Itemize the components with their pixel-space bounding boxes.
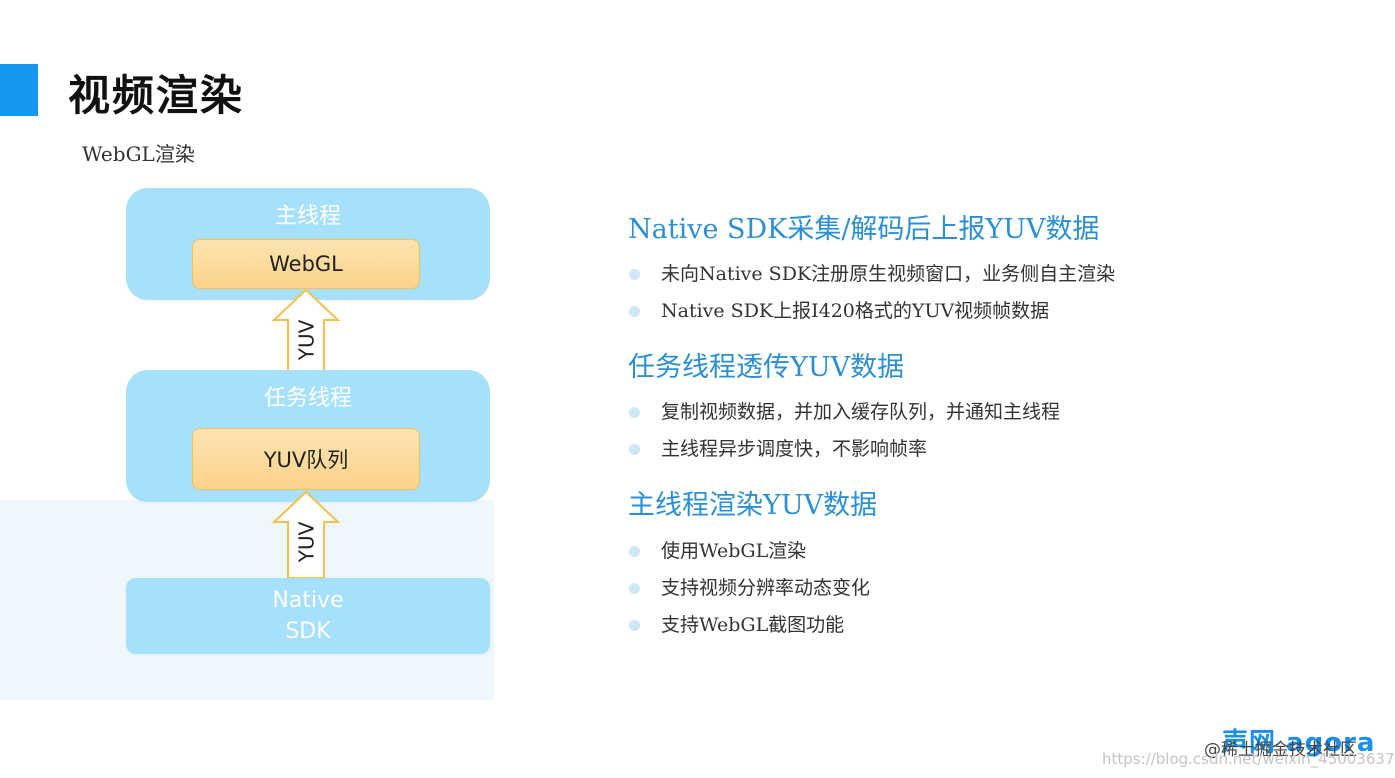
layer-main-thread: 主线程 WebGL (126, 188, 490, 300)
section-heading-main-render: 主线程渲染YUV数据 (628, 490, 878, 521)
source-url-watermark: https://blog.csdn.net/weixin_45003637 (1102, 750, 1395, 768)
section-heading-native-sdk: Native SDK采集/解码后上报YUV数据 (628, 214, 1100, 245)
layer-native-sdk: Native SDK (126, 578, 490, 654)
slide-subtitle: WebGL渲染 (82, 142, 195, 166)
title-accent-bar (0, 64, 38, 116)
list-item: 使用WebGL渲染 (628, 533, 870, 570)
bullet-dot-icon (629, 583, 640, 594)
section-list-native-sdk: 未向Native SDK注册原生视频窗口，业务侧自主渲染 Native SDK上… (628, 256, 1115, 330)
layer-native-sdk-label-line2: SDK (285, 619, 331, 644)
arrow-up-icon (271, 288, 341, 377)
arrow-up-icon (271, 490, 341, 579)
bullet-dot-icon (629, 546, 640, 557)
agora-logo: 声网 agora (1222, 728, 1376, 758)
section-heading-task-thread: 任务线程透传YUV数据 (628, 352, 905, 383)
yuv-queue-box: YUV队列 (192, 428, 420, 490)
list-item: 主线程异步调度快，不影响帧率 (628, 431, 1060, 468)
section-list-main-render: 使用WebGL渲染 支持视频分辨率动态变化 支持WebGL截图功能 (628, 533, 870, 644)
layer-task-thread-label: 任务线程 (263, 386, 352, 411)
webgl-box: WebGL (192, 239, 420, 289)
bullet-dot-icon (629, 269, 640, 280)
list-item: 未向Native SDK注册原生视频窗口，业务侧自主渲染 (628, 256, 1115, 293)
community-watermark: @稀土掘金技术社区 (1204, 740, 1357, 760)
bullet-dot-icon (629, 306, 640, 317)
list-item: 支持视频分辨率动态变化 (628, 570, 870, 607)
list-item: 支持WebGL截图功能 (628, 607, 870, 644)
list-item: 复制视频数据，并加入缓存队列，并通知主线程 (628, 394, 1060, 431)
list-item: Native SDK上报I420格式的YUV视频帧数据 (628, 293, 1115, 330)
bullet-dot-icon (629, 444, 640, 455)
layer-native-sdk-label-line1: Native (272, 588, 344, 613)
slide-title: 视频渲染 (68, 71, 245, 120)
layer-main-thread-label: 主线程 (274, 204, 341, 229)
bullet-dot-icon (629, 407, 640, 418)
bullet-dot-icon (629, 620, 640, 631)
section-list-task-thread: 复制视频数据，并加入缓存队列，并通知主线程 主线程异步调度快，不影响帧率 (628, 394, 1060, 468)
layer-task-thread: 任务线程 YUV队列 (126, 370, 490, 502)
